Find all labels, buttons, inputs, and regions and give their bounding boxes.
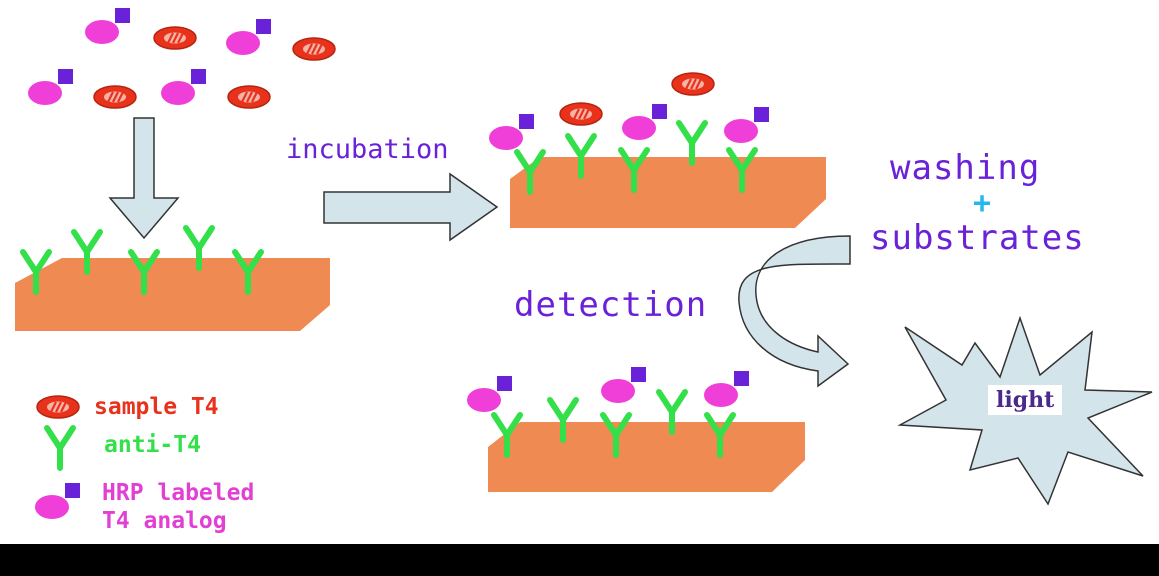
legend-hrp-label-line2: T4 analog <box>102 508 227 534</box>
plus-sign: + <box>973 186 992 221</box>
incubation-label: incubation <box>286 134 449 165</box>
hrp-analog-bound <box>704 371 749 407</box>
hrp-analog-1 <box>85 8 130 44</box>
down-arrow <box>108 117 180 240</box>
sample-t4-2 <box>291 36 337 62</box>
sample-t4-3 <box>92 84 138 110</box>
panel-incubated <box>489 71 826 228</box>
hrp-analog-3 <box>28 69 73 105</box>
incubation-arrow <box>323 172 499 242</box>
hrp-analog-4 <box>161 69 206 105</box>
light-label: light <box>988 385 1063 415</box>
bottom-black-bar <box>0 544 1159 576</box>
panel-detection <box>467 367 805 492</box>
diagram-canvas <box>15 8 1153 519</box>
plate-1 <box>15 258 330 331</box>
sample-t4-4 <box>226 84 272 110</box>
panel-initial <box>15 8 337 331</box>
plate-3 <box>488 422 805 492</box>
curved-arrow <box>738 235 851 388</box>
legend-sample-label: sample T4 <box>94 394 219 420</box>
hrp-analog-bound <box>724 107 769 143</box>
legend-antibody-label: anti-T4 <box>104 432 201 458</box>
legend-hrp-icon <box>35 483 80 519</box>
sample-t4-bound <box>558 101 604 127</box>
hrp-analog-bound <box>622 104 667 140</box>
plate-2 <box>510 157 826 228</box>
sample-t4-1 <box>152 25 198 51</box>
elisa-diagram: incubation washing + substrates detectio… <box>0 0 1159 544</box>
hrp-analog-2 <box>226 19 271 55</box>
hrp-analog-bound <box>467 376 512 412</box>
legend-antibody-icon <box>47 428 73 468</box>
legend-sample-icon <box>35 394 81 420</box>
detection-label: detection <box>514 285 708 325</box>
sample-t4-bound <box>670 71 716 97</box>
hrp-analog-bound <box>601 367 646 403</box>
washing-label: washing <box>890 148 1041 188</box>
substrates-label: substrates <box>870 218 1085 258</box>
hrp-analog-bound <box>489 114 534 150</box>
legend-hrp-label-line1: HRP labeled <box>102 480 255 506</box>
